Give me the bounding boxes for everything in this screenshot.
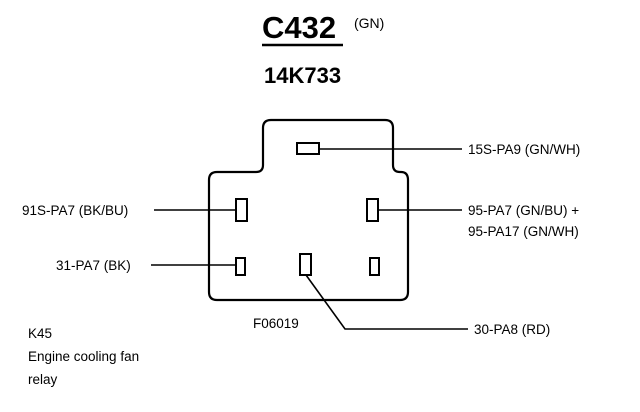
connector-id: C432 [262, 10, 336, 45]
pin-cavity-right-upper [366, 198, 379, 222]
pin-label-left-lower: 31-PA7 (BK) [56, 258, 131, 273]
pin-cavity-left-upper [235, 198, 248, 222]
component-name-line2: relay [28, 372, 58, 387]
pin-cavity-center-lower [299, 253, 312, 276]
part-number: 14K733 [264, 63, 341, 88]
pin-label-top: 15S-PA9 (GN/WH) [468, 142, 580, 157]
component-name-line1: Engine cooling fan [28, 349, 139, 364]
pin-cavity-right-lower [369, 257, 380, 276]
pin-label-right-upper-2: 95-PA17 (GN/WH) [468, 224, 579, 239]
component-ref: K45 [28, 326, 52, 341]
pin-label-bottom-center: 30-PA8 (RD) [474, 322, 550, 337]
connector-body [207, 118, 410, 302]
figure-code: F06019 [253, 316, 299, 331]
pin-label-left-upper: 91S-PA7 (BK/BU) [22, 203, 128, 218]
connector-color-code: (GN) [354, 15, 384, 31]
pin-cavity-top [296, 142, 320, 155]
pin-label-right-upper-1: 95-PA7 (GN/BU) + [468, 203, 579, 218]
pin-cavity-left-lower [235, 257, 246, 276]
leader-bottom-center [305, 274, 468, 330]
